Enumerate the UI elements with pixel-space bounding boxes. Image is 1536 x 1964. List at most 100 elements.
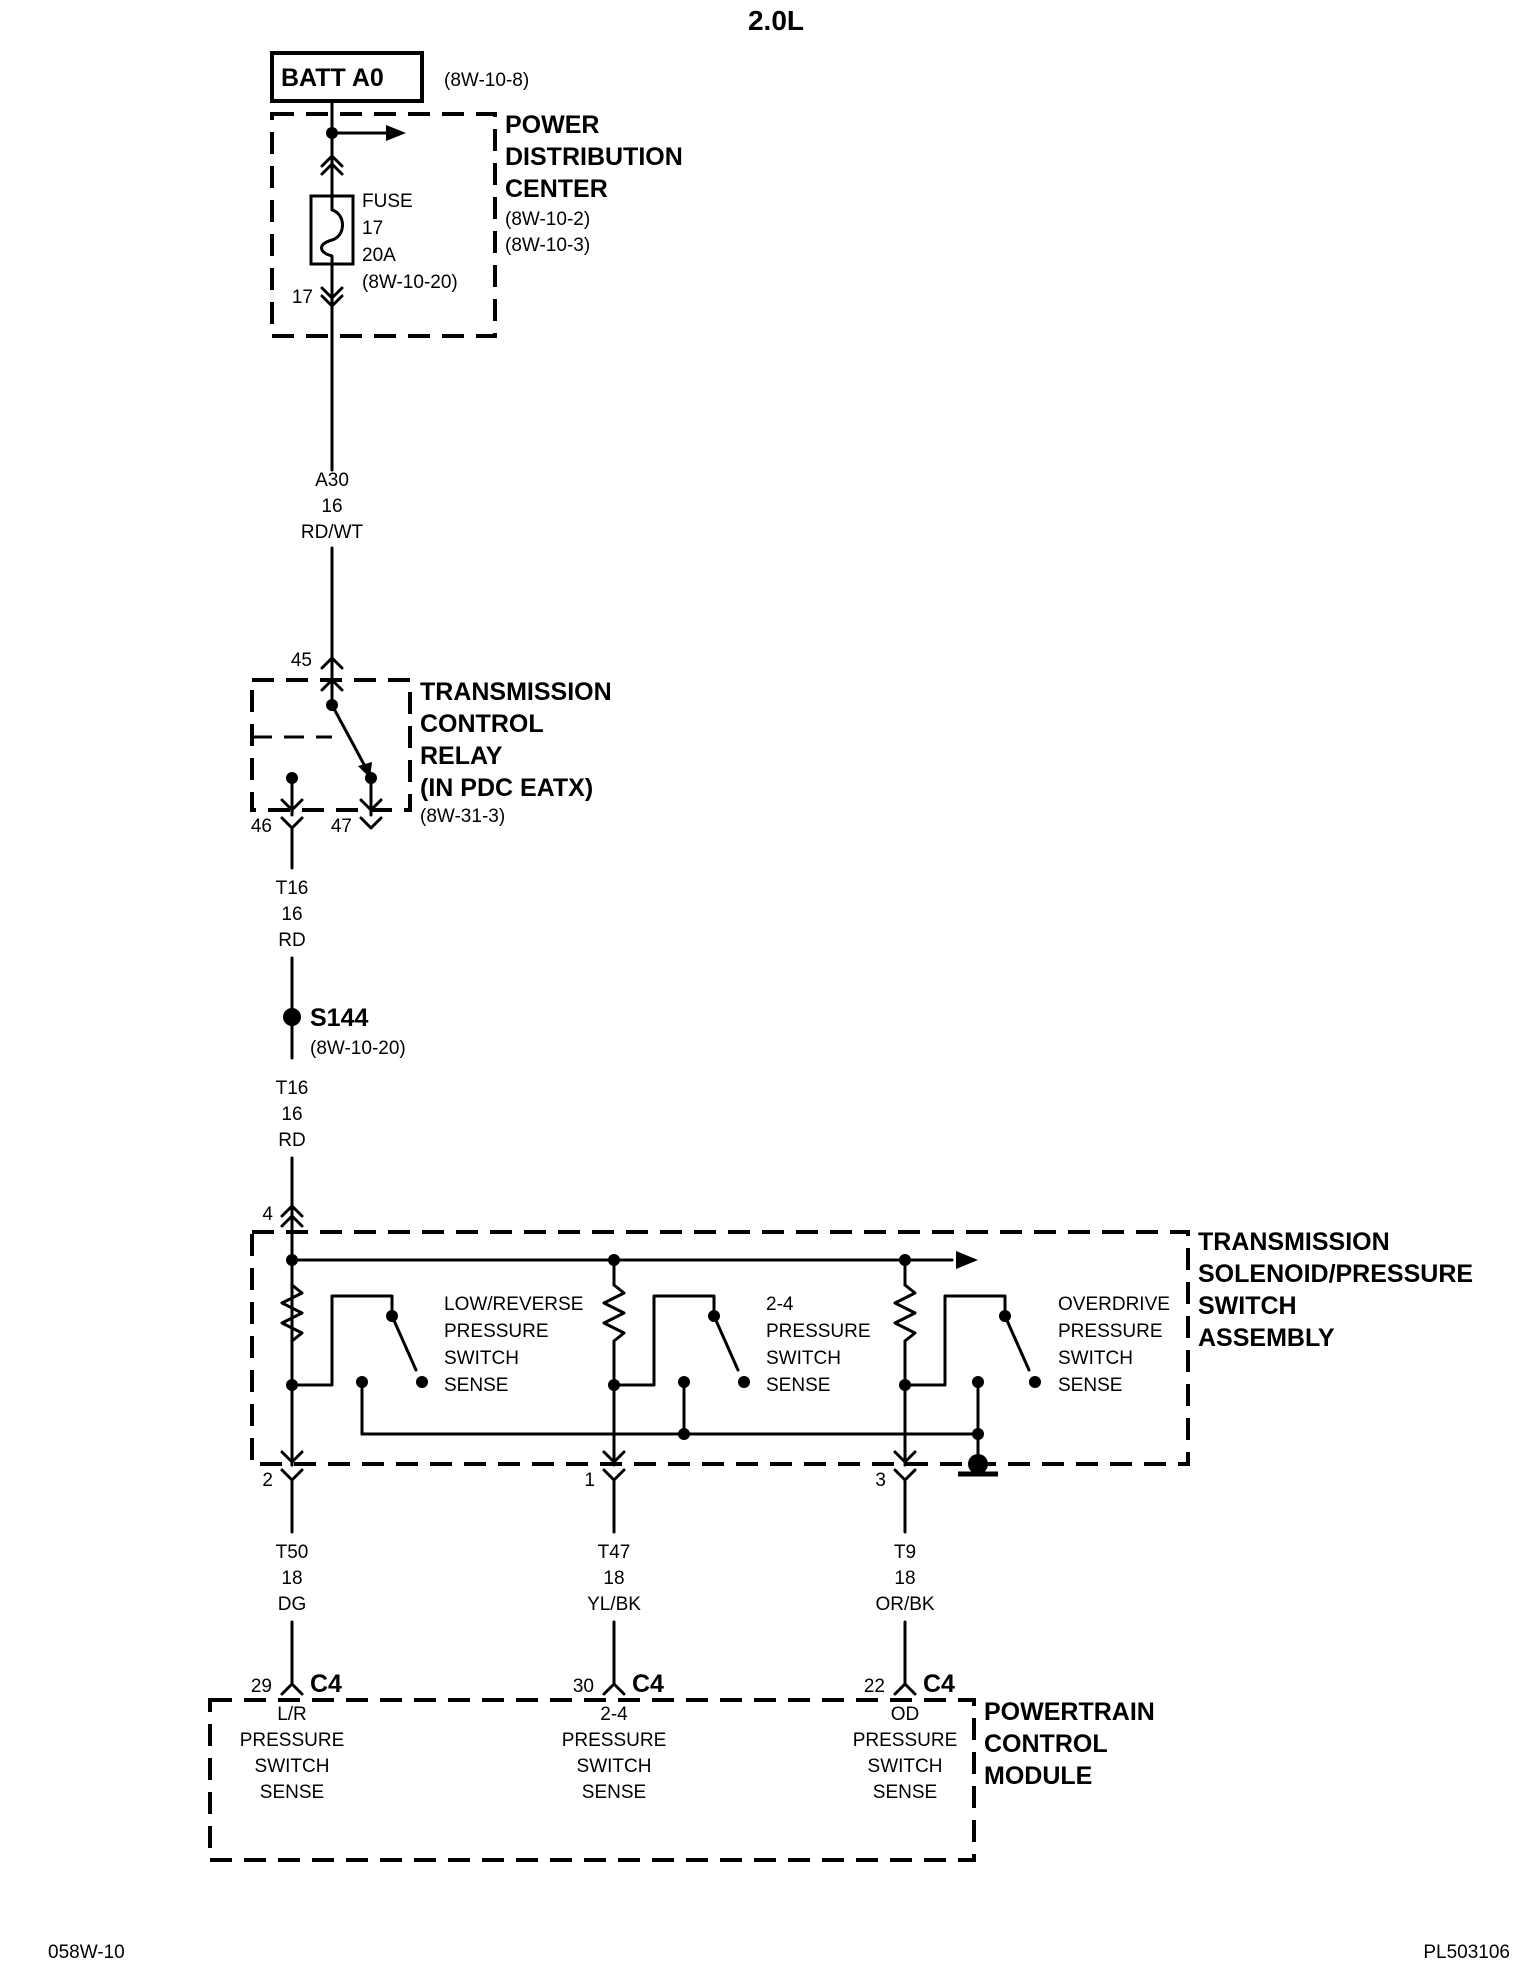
pcm-input-line: 2-4 (600, 1704, 628, 1725)
wire-color: YL/BK (587, 1594, 641, 1615)
connector-symbol (893, 1682, 917, 1696)
pcm-input-line: PRESSURE (853, 1730, 958, 1751)
connector-symbol (320, 286, 344, 300)
pcm-pin: 30 (573, 1676, 594, 1697)
wire-circuit: T9 (894, 1542, 916, 1563)
pcm-input-line: SWITCH (577, 1756, 652, 1777)
pcm-name-line: POWERTRAIN (984, 1698, 1155, 1726)
pdc-boundary (270, 112, 497, 338)
relay-name-line: CONTROL (420, 710, 544, 738)
connector-symbol (280, 1450, 304, 1464)
switch-label-line: SWITCH (444, 1348, 519, 1369)
switch-label-line: PRESSURE (1058, 1321, 1163, 1342)
switch-label-line: PRESSURE (766, 1321, 871, 1342)
pcm-input-line: PRESSURE (562, 1730, 667, 1751)
connector-symbol (359, 816, 383, 830)
relay-name: TRANSMISSION CONTROL RELAY (IN PDC EATX) (420, 678, 612, 802)
relay-name-line: TRANSMISSION (420, 678, 612, 706)
pcm-name: POWERTRAIN CONTROL MODULE (984, 1698, 1155, 1790)
ground-bus-node (972, 1376, 984, 1388)
pcm-connector: C4 (632, 1670, 664, 1698)
switch-low-reverse (280, 1258, 428, 1467)
wire-circuit: A30 (315, 470, 349, 491)
connector-symbol (893, 1450, 917, 1464)
pdc-ref: (8W-10-3) (505, 235, 590, 256)
pdc-name-line: DISTRIBUTION (505, 143, 683, 171)
continuation-arrow (956, 1251, 978, 1269)
connector-symbol (280, 1204, 304, 1218)
switch-overdrive-label: OVERDRIVE PRESSURE SWITCH SENSE (1058, 1294, 1170, 1396)
assembly-pin-out: 3 (875, 1470, 886, 1491)
wire-color: RD (278, 930, 305, 951)
pcm-input-line: SWITCH (255, 1756, 330, 1777)
ground-bus-node (356, 1376, 368, 1388)
switch-assembly-name: TRANSMISSION SOLENOID/PRESSURE SWITCH AS… (1198, 1228, 1473, 1352)
wire-color: RD (278, 1130, 305, 1151)
pcm-pin: 22 (864, 1676, 885, 1697)
assembly-name-line: TRANSMISSION (1198, 1228, 1390, 1256)
wire-gauge: 18 (894, 1568, 915, 1589)
continuation-arrow (386, 125, 406, 141)
splice-label: S144 (310, 1004, 368, 1032)
assembly-name-line: ASSEMBLY (1198, 1324, 1335, 1352)
switch-label-line: SWITCH (766, 1348, 841, 1369)
battery-ref: (8W-10-8) (444, 70, 529, 91)
pcm-input-od: OD PRESSURE SWITCH SENSE (853, 1704, 958, 1803)
pcm-input-line: OD (891, 1704, 920, 1725)
connector-symbol (359, 798, 383, 812)
pcm-name-line: MODULE (984, 1762, 1092, 1790)
connector-symbol (320, 162, 344, 176)
wire-circuit: T16 (276, 878, 309, 899)
wire-color: DG (278, 1594, 307, 1615)
battery-label: BATT A0 (281, 64, 384, 92)
connector-symbol (280, 1682, 304, 1696)
pcm-input-line: SWITCH (868, 1756, 943, 1777)
pdc-name-line: CENTER (505, 175, 608, 203)
pdc-ref: (8W-10-2) (505, 209, 590, 230)
connector-symbol (602, 1450, 626, 1464)
assembly-name-line: SWITCH (1198, 1292, 1297, 1320)
switch-label-line: SENSE (1058, 1375, 1122, 1396)
battery-box (270, 51, 424, 103)
pcm-connector: C4 (310, 1670, 342, 1698)
connector-symbol (280, 1214, 304, 1228)
switch-2-4-label: 2-4 PRESSURE SWITCH SENSE (766, 1294, 871, 1396)
switch-label-line: PRESSURE (444, 1321, 549, 1342)
switch-label-line: SWITCH (1058, 1348, 1133, 1369)
pcm-boundary (208, 1698, 976, 1862)
pcm-input-line: L/R (277, 1704, 307, 1725)
wire-gauge: 16 (321, 496, 342, 517)
pcm-name-line: CONTROL (984, 1730, 1108, 1758)
pcm-input-line: PRESSURE (240, 1730, 345, 1751)
pcm-input-line: SENSE (873, 1782, 937, 1803)
switch-label-line: LOW/REVERSE (444, 1294, 583, 1315)
assembly-pin-out: 2 (262, 1470, 273, 1491)
wire-color: RD/WT (301, 522, 364, 543)
switch-label-line: SENSE (444, 1375, 508, 1396)
pcm-input-line: SENSE (260, 1782, 324, 1803)
relay-pin-out: 46 (251, 816, 272, 837)
assembly-pin-in: 4 (262, 1204, 273, 1225)
relay-pin-in: 45 (291, 650, 312, 671)
splice-s144 (283, 1008, 301, 1026)
pcm-pin: 29 (251, 1676, 272, 1697)
switch-label-line: OVERDRIVE (1058, 1294, 1170, 1315)
fuse-rating: 20A (362, 245, 396, 266)
assembly-pin-out: 1 (584, 1470, 595, 1491)
relay-name-line: RELAY (420, 742, 503, 770)
pdc-pin: 17 (292, 287, 313, 308)
wire-gauge: 16 (281, 1104, 302, 1125)
ground-terminal (968, 1454, 988, 1474)
relay-pin-out: 47 (331, 816, 352, 837)
switch-2-4 (602, 1258, 750, 1467)
connector-symbol (280, 798, 304, 812)
fuse-ref: (8W-10-20) (362, 272, 458, 293)
relay-switch-blade (330, 703, 369, 772)
pcm-input-lr: L/R PRESSURE SWITCH SENSE (240, 1704, 345, 1803)
fuse-element (320, 194, 344, 266)
splice-ref: (8W-10-20) (310, 1038, 406, 1059)
page-code: 058W-10 (48, 1942, 125, 1963)
pcm-input-line: SENSE (582, 1782, 646, 1803)
wire-circuit: T47 (598, 1542, 631, 1563)
